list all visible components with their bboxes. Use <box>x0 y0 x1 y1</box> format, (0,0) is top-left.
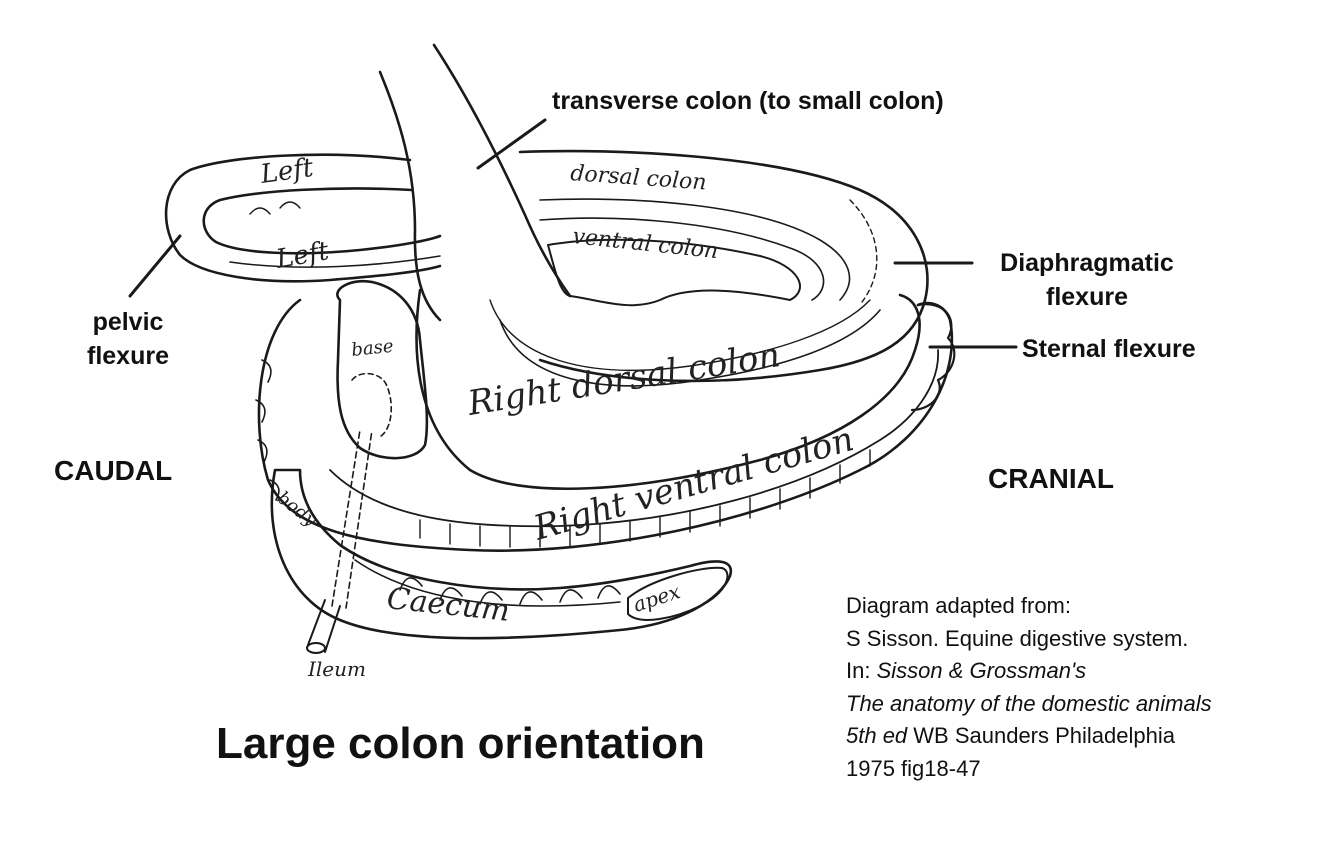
label-ileum: Ileum <box>307 657 366 681</box>
label-cranial: CRANIAL <box>988 463 1114 494</box>
label-ventral-colon: ventral colon <box>571 224 719 264</box>
label-right-ventral-colon: Right ventral colon <box>528 419 858 549</box>
label-left-dorsal: Left <box>258 153 316 190</box>
transverse-colon-shape <box>378 43 572 322</box>
credit-line-2: S Sisson. Equine digestive system. <box>846 625 1189 651</box>
label-left-ventral: Left <box>273 236 332 275</box>
leader-transverse <box>476 118 547 170</box>
label-body: body <box>273 487 321 531</box>
right-dorsal-colon-shape <box>415 288 921 491</box>
label-pelvic-flexure: pelvic flexure <box>72 305 184 373</box>
leader-pelvic <box>128 234 182 298</box>
caecum-shape <box>270 468 733 640</box>
label-transverse-colon: transverse colon (to small colon) <box>552 87 944 115</box>
credit-line-1: Diagram adapted from: <box>846 593 1071 618</box>
source-credit: Diagram adapted from: S Sisson. Equine d… <box>846 590 1212 785</box>
label-diaphragmatic-line1: Diaphragmatic <box>1000 249 1174 277</box>
credit-line-6: 1975 fig18-47 <box>846 755 981 781</box>
label-dorsal-colon: dorsal colon <box>570 161 708 195</box>
label-diaphragmatic-line2: flexure <box>1046 283 1128 311</box>
diagram-title: Large colon orientation <box>216 719 705 768</box>
label-caudal: CAUDAL <box>54 455 173 486</box>
caecum-base-shape <box>336 279 429 460</box>
label-sternal-flexure: Sternal flexure <box>1022 335 1196 363</box>
label-pelvic-line2: flexure <box>87 342 169 370</box>
credit-line-5: 5th ed WB Saunders Philadelphia <box>846 723 1175 748</box>
right-ventral-colon-shape <box>257 298 954 552</box>
label-pelvic-line1: pelvic <box>92 308 164 336</box>
label-right-dorsal-colon: Right dorsal colon <box>464 335 783 424</box>
label-base: base <box>350 336 394 361</box>
credit-line-4: The anatomy of the domestic animals <box>846 690 1212 716</box>
left-colon-loop <box>164 153 442 283</box>
ileum-shape <box>307 599 341 653</box>
credit-line-3: In: Sisson & Grossman's <box>846 658 1087 683</box>
label-diaphragmatic-flexure: Diaphragmatic flexure <box>975 246 1199 314</box>
apex-shape <box>627 566 729 621</box>
label-apex: apex <box>630 579 683 617</box>
